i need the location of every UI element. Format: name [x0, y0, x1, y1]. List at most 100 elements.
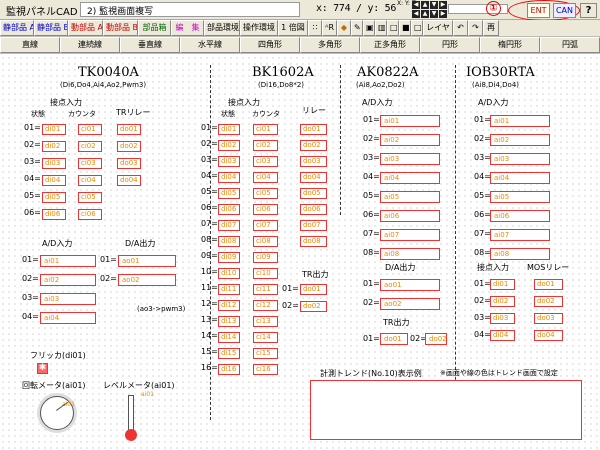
- arrow-up-icon[interactable]: ▲: [421, 1, 429, 9]
- io-cell[interactable]: do04: [117, 175, 141, 186]
- draw-tool-button[interactable]: 連続線: [60, 37, 120, 53]
- toolbar-button[interactable]: ↶: [453, 20, 468, 36]
- io-cell[interactable]: ci03: [253, 156, 278, 167]
- toolbar-button[interactable]: 再: [483, 20, 499, 36]
- draw-tool-button[interactable]: 楕円形: [480, 37, 540, 53]
- io-cell[interactable]: ci05: [253, 188, 278, 199]
- toolbar-button[interactable]: 編 集: [171, 20, 204, 36]
- io-cell[interactable]: do01: [380, 333, 408, 345]
- io-cell[interactable]: ai07: [490, 229, 550, 241]
- io-cell[interactable]: di06: [218, 204, 240, 215]
- arrow-right-icon[interactable]: ▶: [439, 1, 447, 9]
- io-cell[interactable]: ci03: [78, 158, 102, 169]
- arrow-down-icon[interactable]: ▼: [430, 10, 438, 18]
- io-cell[interactable]: di08: [218, 236, 240, 247]
- io-cell[interactable]: di05: [42, 192, 66, 203]
- enter-button[interactable]: ENT: [527, 3, 550, 18]
- arrow-left-icon[interactable]: ◀: [412, 1, 420, 9]
- io-cell[interactable]: di15: [218, 348, 240, 359]
- io-cell[interactable]: di09: [218, 252, 240, 263]
- io-cell[interactable]: ai01: [380, 115, 440, 127]
- io-cell[interactable]: do06: [300, 204, 327, 215]
- io-cell[interactable]: ai05: [380, 191, 440, 203]
- io-cell[interactable]: ai03: [40, 293, 96, 305]
- arrow-right-icon[interactable]: ▶: [439, 10, 447, 18]
- io-cell[interactable]: ci13: [253, 316, 278, 327]
- io-cell[interactable]: di07: [218, 220, 240, 231]
- toolbar-button[interactable]: 部品箱: [138, 20, 171, 36]
- rotary-gauge-icon[interactable]: [40, 396, 74, 430]
- io-cell[interactable]: di02: [42, 141, 66, 152]
- io-cell[interactable]: ci10: [253, 268, 278, 279]
- toolbar-button[interactable]: 動部品 B: [103, 20, 138, 36]
- io-cell[interactable]: ci07: [253, 220, 278, 231]
- io-cell[interactable]: ai02: [380, 134, 440, 146]
- toolbar-button[interactable]: □: [387, 20, 399, 36]
- io-cell[interactable]: ai08: [380, 248, 440, 260]
- io-cell[interactable]: ai03: [380, 153, 440, 165]
- io-cell[interactable]: di01: [218, 124, 240, 135]
- io-cell[interactable]: do01: [300, 284, 327, 295]
- io-cell[interactable]: ao02: [118, 274, 176, 286]
- draw-tool-button[interactable]: 四角形: [240, 37, 300, 53]
- toolbar-button[interactable]: 静部品 A: [0, 20, 34, 36]
- io-cell[interactable]: ai06: [380, 210, 440, 222]
- io-cell[interactable]: ci11: [253, 284, 278, 295]
- io-cell[interactable]: ai01: [40, 255, 96, 267]
- io-cell[interactable]: ci09: [253, 252, 278, 263]
- io-cell[interactable]: ai08: [490, 248, 550, 260]
- draw-tool-button[interactable]: 円形: [420, 37, 480, 53]
- io-cell[interactable]: ci14: [253, 332, 278, 343]
- cancel-button[interactable]: CAN: [553, 3, 576, 18]
- io-cell[interactable]: ai05: [490, 191, 550, 203]
- io-cell[interactable]: do02: [534, 296, 563, 307]
- io-cell[interactable]: ci06: [78, 209, 102, 220]
- arrow-up-icon[interactable]: ▲: [421, 10, 429, 18]
- io-cell[interactable]: do02: [300, 301, 327, 312]
- toolbar-button[interactable]: 部品環境: [204, 20, 240, 36]
- io-cell[interactable]: ci01: [253, 124, 278, 135]
- toolbar-button[interactable]: 静部品 B: [34, 20, 68, 36]
- io-cell[interactable]: ai04: [40, 312, 96, 324]
- toolbar-button[interactable]: ✎: [351, 20, 363, 36]
- io-cell[interactable]: do02: [117, 141, 141, 152]
- io-cell[interactable]: do03: [117, 158, 141, 169]
- toolbar-button[interactable]: 1 倍図: [278, 20, 308, 36]
- io-cell[interactable]: ao01: [380, 279, 440, 291]
- io-cell[interactable]: di16: [218, 364, 240, 375]
- toolbar-button[interactable]: 操作環境: [240, 20, 278, 36]
- io-cell[interactable]: do04: [300, 172, 327, 183]
- toolbar-button[interactable]: ↷: [468, 20, 483, 36]
- io-cell[interactable]: ai03: [490, 153, 550, 165]
- io-cell[interactable]: do02: [300, 140, 327, 151]
- level-meter-icon[interactable]: [128, 395, 134, 433]
- io-cell[interactable]: di03: [218, 156, 240, 167]
- io-cell[interactable]: ci04: [253, 172, 278, 183]
- arrow-left-icon[interactable]: ◀: [412, 10, 420, 18]
- io-cell[interactable]: ai06: [490, 210, 550, 222]
- io-cell[interactable]: di10: [218, 268, 240, 279]
- toolbar-button[interactable]: ᴬR: [322, 20, 337, 36]
- io-cell[interactable]: di02: [490, 296, 515, 307]
- toolbar-button[interactable]: ▣: [363, 20, 375, 36]
- toolbar-button[interactable]: ◆: [337, 20, 351, 36]
- io-cell[interactable]: ci02: [78, 141, 102, 152]
- io-cell[interactable]: di06: [42, 209, 66, 220]
- draw-tool-button[interactable]: 正多角形: [360, 37, 420, 53]
- io-cell[interactable]: do04: [534, 330, 563, 341]
- draw-tool-button[interactable]: 垂直線: [120, 37, 180, 53]
- io-cell[interactable]: di04: [490, 330, 515, 341]
- flicker-lamp-icon[interactable]: ✱: [37, 363, 48, 374]
- io-cell[interactable]: ai01: [490, 115, 550, 127]
- io-cell[interactable]: ci16: [253, 364, 278, 375]
- toolbar-button[interactable]: ∷: [308, 20, 322, 36]
- toolbar-button[interactable]: レイヤ: [423, 20, 453, 36]
- io-cell[interactable]: do05: [300, 188, 327, 199]
- io-cell[interactable]: do01: [117, 124, 141, 135]
- draw-tool-button[interactable]: 水平線: [180, 37, 240, 53]
- io-cell[interactable]: ai04: [380, 172, 440, 184]
- io-cell[interactable]: di12: [218, 300, 240, 311]
- io-cell[interactable]: ci06: [253, 204, 278, 215]
- io-cell[interactable]: ai04: [490, 172, 550, 184]
- io-cell[interactable]: ai02: [490, 134, 550, 146]
